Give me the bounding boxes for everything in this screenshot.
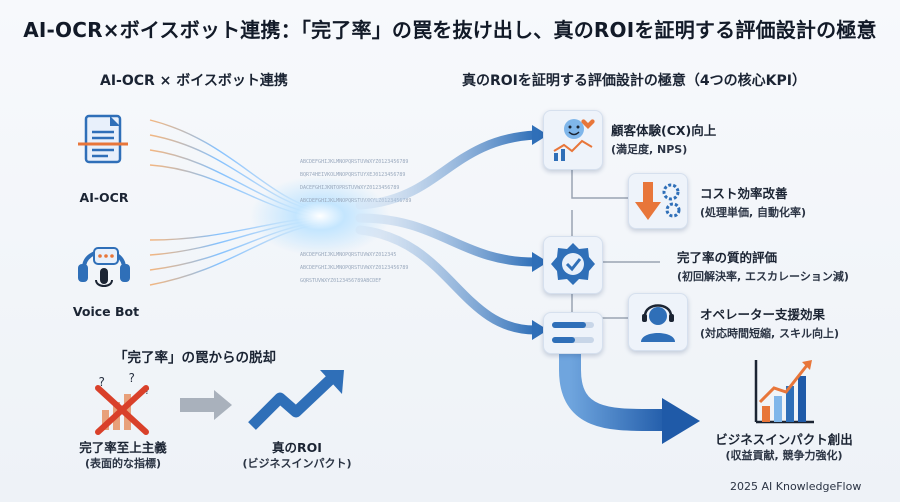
kpi-title-quality: 完了率の質的評価 [677, 250, 778, 265]
growth-chart-icon [752, 356, 816, 426]
svg-text:GQRSTUVWXYZ0123456789ABCDEF: GQRSTUVWXYZ0123456789ABCDEF [300, 278, 381, 284]
kpi-connectors [571, 170, 660, 319]
headset-chat-icon [72, 232, 136, 296]
svg-text:ABCDEFGHIJKLMNOPQRSTUVWXYZ0123: ABCDEFGHIJKLMNOPQRSTUVWXYZ012345 [300, 252, 396, 258]
glow-core [250, 176, 390, 256]
source-label-voicebot: Voice Bot [72, 304, 140, 319]
rising-arrow-icon [246, 368, 346, 434]
svg-text:ABCDEFGHIJKLMNOPQRSTUVXKYLZ012: ABCDEFGHIJKLMNOPQRSTUVXKYLZ0123456789 [300, 198, 411, 204]
svg-text:ABCDEFGHIJKLMNOPQRSTUVWXYZ0123: ABCDEFGHIJKLMNOPQRSTUVWXYZ0123456789 [300, 265, 408, 271]
kpi-card-quality [543, 236, 603, 294]
flow-pipes [355, 130, 540, 335]
down-arrow-gears-icon [635, 182, 681, 220]
left-heading: AI-OCR × ボイスボット連携 [100, 73, 288, 89]
svg-text:?: ? [144, 386, 150, 397]
progress-bars-card [543, 312, 603, 354]
transition-arrow [180, 390, 232, 420]
footer-credit: 2025 AI KnowledgeFlow [730, 480, 862, 493]
kpi-sub-quality: (初回解決率, エスカレーション減) [677, 270, 849, 283]
trap-from-sub: (表面的な指標) [84, 457, 162, 470]
trap-heading: 「完了率」の罠からの脱却 [114, 350, 276, 366]
source-label-ocr: AI-OCR [79, 190, 129, 205]
svg-text:DACEFGHIJKNTOPRSTUVWXYZ0123456: DACEFGHIJKNTOPRSTUVWXYZ0123456789 [300, 185, 399, 191]
crossed-chart-icon: ? ? ? [88, 371, 158, 436]
kpi-sub-operator: (対応時間短縮, スキル向上) [700, 327, 840, 340]
svg-text:?: ? [128, 372, 135, 385]
kpi-card-operator [628, 293, 688, 351]
page-title: AI-OCR×ボイスボット連携：「完了率」の罠を抜け出し、真のROIを証明する評… [23, 18, 877, 42]
document-scan-icon [76, 112, 132, 172]
trap-from-title: 完了率至上主義 [79, 440, 167, 455]
svg-text:?: ? [98, 375, 105, 389]
trap-to-title: 真のROI [272, 440, 322, 455]
right-heading: 真のROIを証明する評価設計の極意（4つの核心KPI） [462, 73, 806, 89]
kpi-title-cx: 顧客体験(CX)向上 [611, 123, 717, 138]
outcome-sub: (収益貢献, 競争力強化) [725, 449, 843, 462]
operator-headset-icon [641, 304, 675, 342]
kpi-title-operator: オペレーター支援効果 [700, 307, 826, 322]
smiley-chart-icon [553, 119, 595, 161]
check-badge-icon [551, 243, 595, 285]
kpi-card-cost [628, 173, 688, 229]
kpi-title-cost: コスト効率改善 [700, 186, 788, 201]
kpi-sub-cx: (満足度, NPS) [611, 143, 688, 156]
outcome-title: ビジネスインパクト創出 [715, 432, 853, 447]
kpi-sub-cost: (処理単価, 自動化率) [700, 206, 807, 219]
trap-to-sub: (ビジネスインパクト) [242, 457, 352, 470]
kpi-card-cx [543, 110, 603, 170]
svg-text:BQR74HEIVKOLMNOPQRSTUYXEJ01234: BQR74HEIVKOLMNOPQRSTUYXEJ0123456789 [300, 172, 405, 178]
svg-text:ABCDEFGHIJKLMNOPQRSTUVWXYZ0123: ABCDEFGHIJKLMNOPQRSTUVWXYZ0123456789 [300, 159, 408, 165]
data-stream: ABCDEFGHIJKLMNOPQRSTUVWXYZ0123456789 BQR… [300, 159, 411, 284]
